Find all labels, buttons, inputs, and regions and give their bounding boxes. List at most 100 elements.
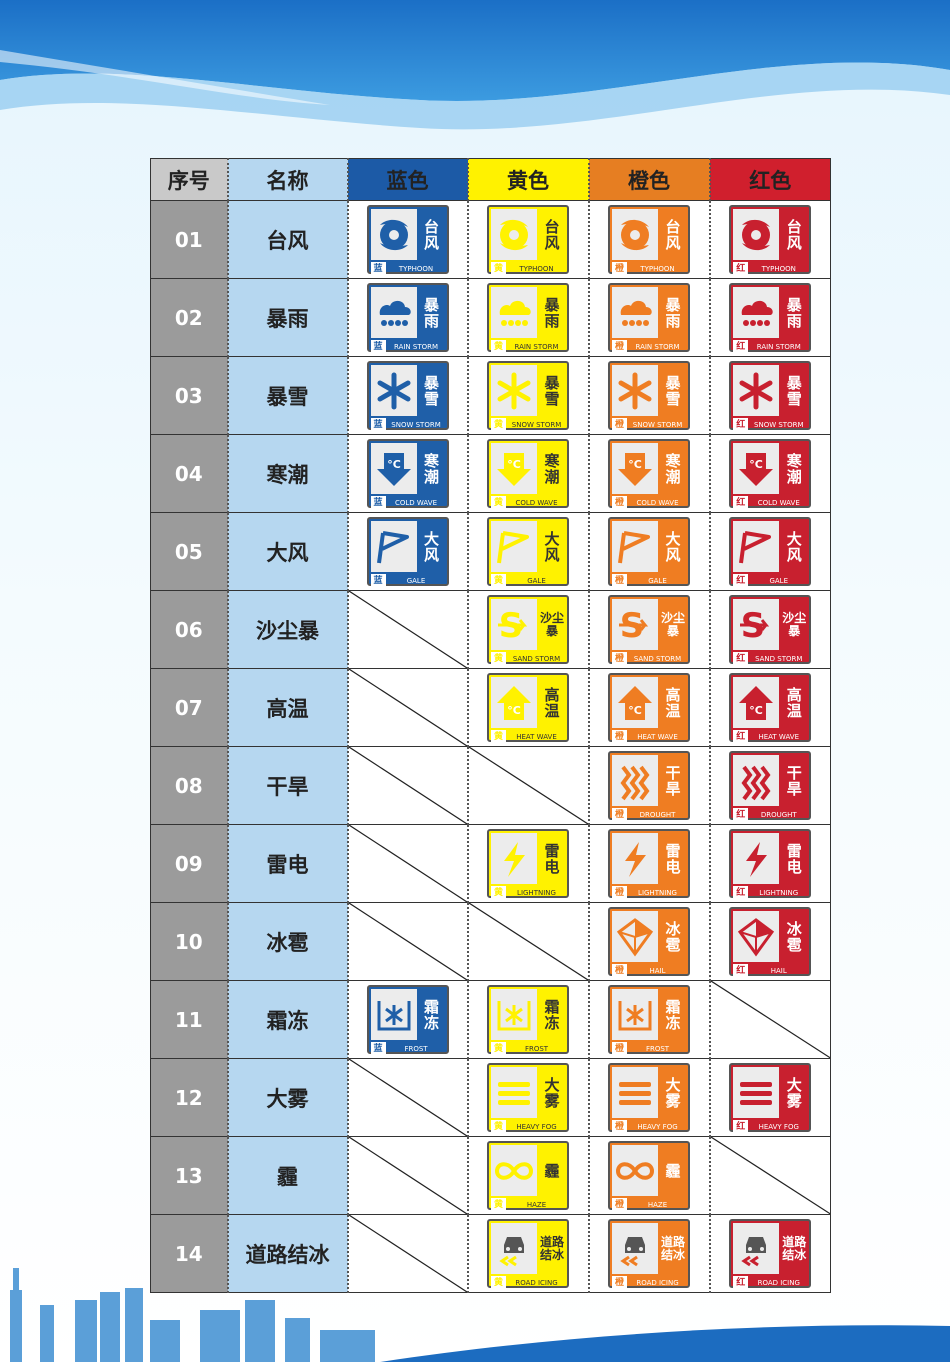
sign-name-text: 高温 <box>786 685 802 720</box>
sign-name-text: 高温 <box>544 685 560 720</box>
sign-english-text: SNOW STORM <box>511 421 562 429</box>
row-number: 09 <box>150 824 229 903</box>
header-name: 名称 <box>227 158 349 201</box>
sign-name-text: 道路结冰 <box>661 1234 686 1262</box>
sign-english-text: DROUGHT <box>639 811 676 819</box>
blue-empty-cell <box>347 746 469 825</box>
level-mark: 黄 <box>491 496 506 510</box>
yellow-empty-cell <box>467 746 590 825</box>
sign-english-text: RAIN STORM <box>393 343 439 351</box>
sign-name-text: 台风 <box>665 217 681 252</box>
frost-icon <box>370 989 417 1040</box>
sign-english-text: ROAD ICING <box>515 1279 558 1287</box>
sign-english-text: SAND STORM <box>633 655 682 663</box>
sign-name-text: 暴雪 <box>423 373 439 408</box>
snowflake-icon <box>491 365 537 416</box>
sign-name-text: 暴雨 <box>423 295 439 330</box>
blue-empty-cell <box>347 590 469 669</box>
hail-icon <box>733 911 780 962</box>
sign-english-text: DROUGHT <box>760 811 797 819</box>
sand-storm-icon: S <box>612 599 658 650</box>
row-name: 寒潮 <box>227 434 349 513</box>
row-name: 霾 <box>227 1136 349 1215</box>
diagonal-slash <box>711 981 831 1058</box>
flag-icon <box>612 521 658 572</box>
row-number: 13 <box>150 1136 229 1215</box>
sign-english-text: HEAVY FOG <box>516 1123 557 1131</box>
sign-name-text: 冰雹 <box>786 919 802 954</box>
sign-name-text: 沙尘暴 <box>782 610 807 638</box>
sign-name-text: 霾 <box>544 1161 560 1180</box>
sign-english-text: HEAVY FOG <box>637 1123 678 1131</box>
level-mark: 黄 <box>491 262 506 276</box>
row-number: 10 <box>150 902 229 981</box>
level-mark: 红 <box>733 652 749 666</box>
level-mark: 黄 <box>491 652 506 666</box>
level-mark: 黄 <box>491 1198 506 1212</box>
road-icing-icon <box>733 1223 780 1274</box>
sign-english-text: HAZE <box>647 1201 668 1209</box>
sign-name-text: 道路结冰 <box>782 1234 807 1262</box>
sign-english-text: FROST <box>404 1045 428 1053</box>
level-mark: 橙 <box>612 574 627 588</box>
table-header-row: 序号 名称 蓝色 黄色 橙色 红色 <box>150 158 831 201</box>
diagonal-slash <box>349 825 467 902</box>
svg-text:°C: °C <box>749 458 763 471</box>
sign-name-text: 霜冻 <box>423 997 439 1032</box>
sign-name-text: 寒潮 <box>786 451 802 486</box>
road-icing-icon <box>491 1223 537 1274</box>
sand-storm-icon: S <box>491 599 537 650</box>
sign-english-text: LIGHTNING <box>638 889 677 897</box>
blue-empty-cell <box>347 1214 469 1293</box>
svg-text:°C: °C <box>387 458 401 471</box>
sign-name-text: 道路结冰 <box>540 1234 565 1262</box>
diagonal-slash <box>349 591 467 668</box>
hail-icon <box>612 911 658 962</box>
rain-cloud-icon <box>370 287 417 338</box>
sign-english-text: RAIN STORM <box>635 343 680 351</box>
row-number: 11 <box>150 980 229 1059</box>
level-mark: 黄 <box>491 418 506 432</box>
diagonal-slash <box>349 1059 467 1136</box>
sign-english-text: ROAD ICING <box>636 1279 679 1287</box>
row-name: 冰雹 <box>227 902 349 981</box>
frost-icon <box>491 989 537 1040</box>
row-number: 07 <box>150 668 229 747</box>
sign-english-text: GALE <box>527 577 546 585</box>
level-mark: 黄 <box>491 1276 506 1290</box>
row-number: 04 <box>150 434 229 513</box>
diagonal-slash <box>349 1137 467 1214</box>
level-mark: 红 <box>733 418 749 432</box>
level-mark: 橙 <box>612 1120 627 1134</box>
sign-name-text: 暴雨 <box>544 295 560 330</box>
sign-english-text: GALE <box>648 577 667 585</box>
